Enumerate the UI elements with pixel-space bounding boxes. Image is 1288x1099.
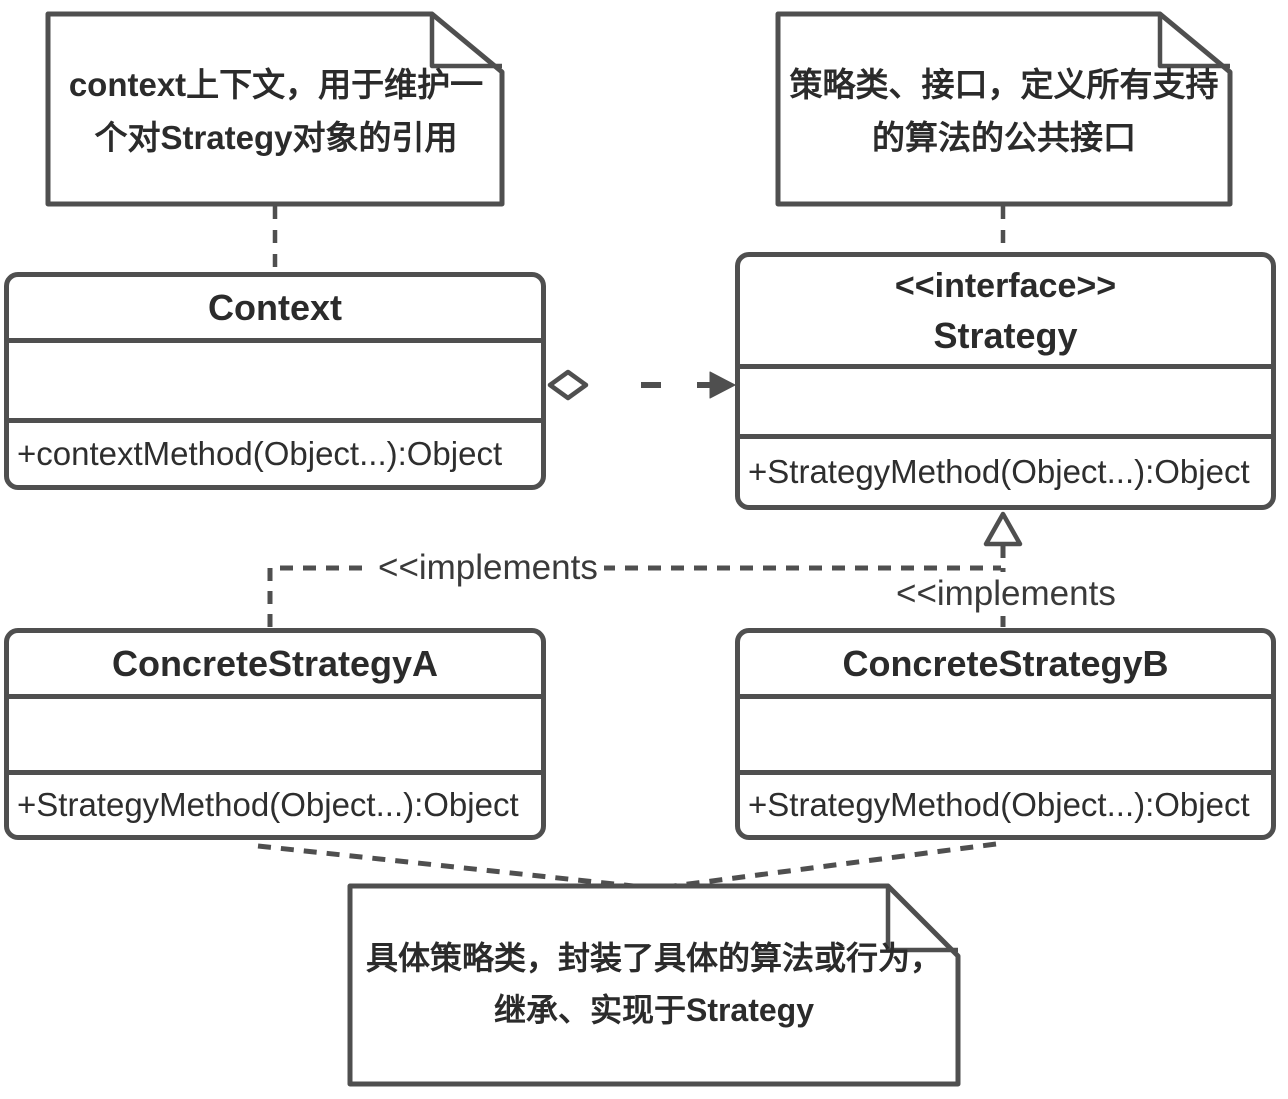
note-context-line2: 个对Strategy对象的引用 — [94, 119, 458, 156]
aggregation-diamond-icon — [547, 369, 589, 401]
class-strategy: <<interface>> Strategy +StrategyMethod(O… — [735, 252, 1276, 510]
class-context-method: +contextMethod(Object...):Object — [17, 435, 503, 472]
connector-implements-a — [267, 565, 1001, 627]
class-strategy-stereotype: <<interface>> — [894, 266, 1117, 305]
class-strategy-method: +StrategyMethod(Object...):Object — [748, 453, 1250, 490]
implements-label-b: <<implements — [890, 572, 1122, 616]
class-concrete-strategy-b: ConcreteStrategyB +StrategyMethod(Object… — [735, 628, 1276, 840]
class-concrete-a-methods-compartment: +StrategyMethod(Object...):Object — [9, 775, 541, 835]
note-body — [347, 883, 961, 1087]
connector-note-to-concrete-a — [257, 843, 653, 891]
note-fold-icon — [885, 886, 958, 953]
aggregation-arrowhead-icon — [709, 371, 736, 399]
note-concrete-shape — [347, 883, 961, 1087]
class-concrete-a-fields-compartment — [9, 699, 541, 775]
class-strategy-methods-compartment: +StrategyMethod(Object...):Object — [740, 439, 1271, 505]
class-concrete-strategy-a: ConcreteStrategyA +StrategyMethod(Object… — [4, 628, 546, 840]
class-concrete-b-name: ConcreteStrategyB — [842, 642, 1169, 684]
class-concrete-b-method: +StrategyMethod(Object...):Object — [748, 786, 1250, 823]
class-context-header: Context — [9, 277, 541, 343]
class-concrete-a-method: +StrategyMethod(Object...):Object — [17, 786, 519, 823]
note-body — [45, 11, 505, 207]
note-concrete-line2: 继承、实现于Strategy — [493, 992, 815, 1028]
class-strategy-header: <<interface>> Strategy — [740, 257, 1271, 369]
class-context-name: Context — [208, 286, 342, 328]
class-concrete-b-fields-compartment — [740, 699, 1271, 775]
note-strategy: 策略类、接口，定义所有支持 的算法的公共接口 — [782, 20, 1226, 202]
class-context: Context +contextMethod(Object...):Object — [4, 272, 546, 490]
implements-label-a: <<implements — [372, 545, 604, 591]
note-strategy-line2: 的算法的公共接口 — [872, 119, 1136, 156]
class-strategy-name: Strategy — [933, 314, 1078, 356]
note-concrete-line1: 具体策略类，封装了具体的算法或行为， — [365, 940, 942, 977]
note-strategy-shape — [775, 11, 1233, 207]
note-body — [775, 11, 1233, 207]
class-context-methods-compartment: +contextMethod(Object...):Object — [9, 423, 541, 485]
note-fold-icon — [429, 14, 502, 69]
class-concrete-b-header: ConcreteStrategyB — [740, 633, 1271, 699]
note-context-line1: context上下文，用于维护一 — [68, 65, 484, 103]
note-strategy-line1: 策略类、接口，定义所有支持 — [789, 65, 1219, 103]
note-context-shape — [45, 11, 505, 207]
class-context-fields-compartment — [9, 343, 541, 423]
class-strategy-fields-compartment — [740, 369, 1271, 439]
class-concrete-a-name: ConcreteStrategyA — [111, 642, 439, 684]
class-concrete-a-header: ConcreteStrategyA — [9, 633, 541, 699]
connector-context-strategy-aggregation — [547, 369, 736, 401]
class-concrete-b-methods-compartment: +StrategyMethod(Object...):Object — [740, 775, 1271, 835]
note-context: context上下文，用于维护一 个对Strategy对象的引用 — [52, 20, 500, 202]
connector-note-to-concrete-b — [657, 841, 997, 891]
note-concrete: 具体策略类，封装了具体的算法或行为， 继承、实现于Strategy — [356, 892, 952, 1078]
note-fold-icon — [1157, 14, 1230, 69]
realization-arrowhead-icon — [983, 511, 1023, 547]
